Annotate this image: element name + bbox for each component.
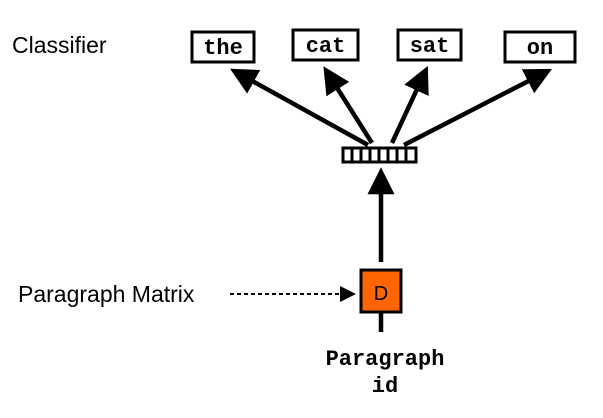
arrow-to-the — [230, 68, 370, 147]
arrow-to-on — [402, 68, 553, 148]
word-sat: sat — [410, 34, 450, 59]
paragraph-matrix-label: Paragraph Matrix — [18, 281, 195, 307]
word-box-cat: cat — [291, 28, 360, 62]
word-on: on — [527, 36, 553, 61]
paragraph-id-label-line2: id — [372, 374, 398, 399]
paragraph-matrix-box: D — [359, 268, 403, 314]
matrix-letter: D — [374, 283, 388, 305]
arrow-to-cat — [323, 66, 374, 145]
word-box-sat: sat — [396, 28, 463, 62]
word-cat: cat — [306, 34, 346, 59]
word-the: the — [203, 36, 243, 61]
word-box-the: the — [190, 30, 256, 64]
paragraph-id-label-line1: Paragraph — [326, 347, 445, 372]
classifier-label: Classifier — [12, 32, 107, 58]
hidden-vector — [341, 146, 418, 164]
arrow-to-sat — [389, 65, 429, 144]
word-box-on: on — [503, 30, 577, 64]
